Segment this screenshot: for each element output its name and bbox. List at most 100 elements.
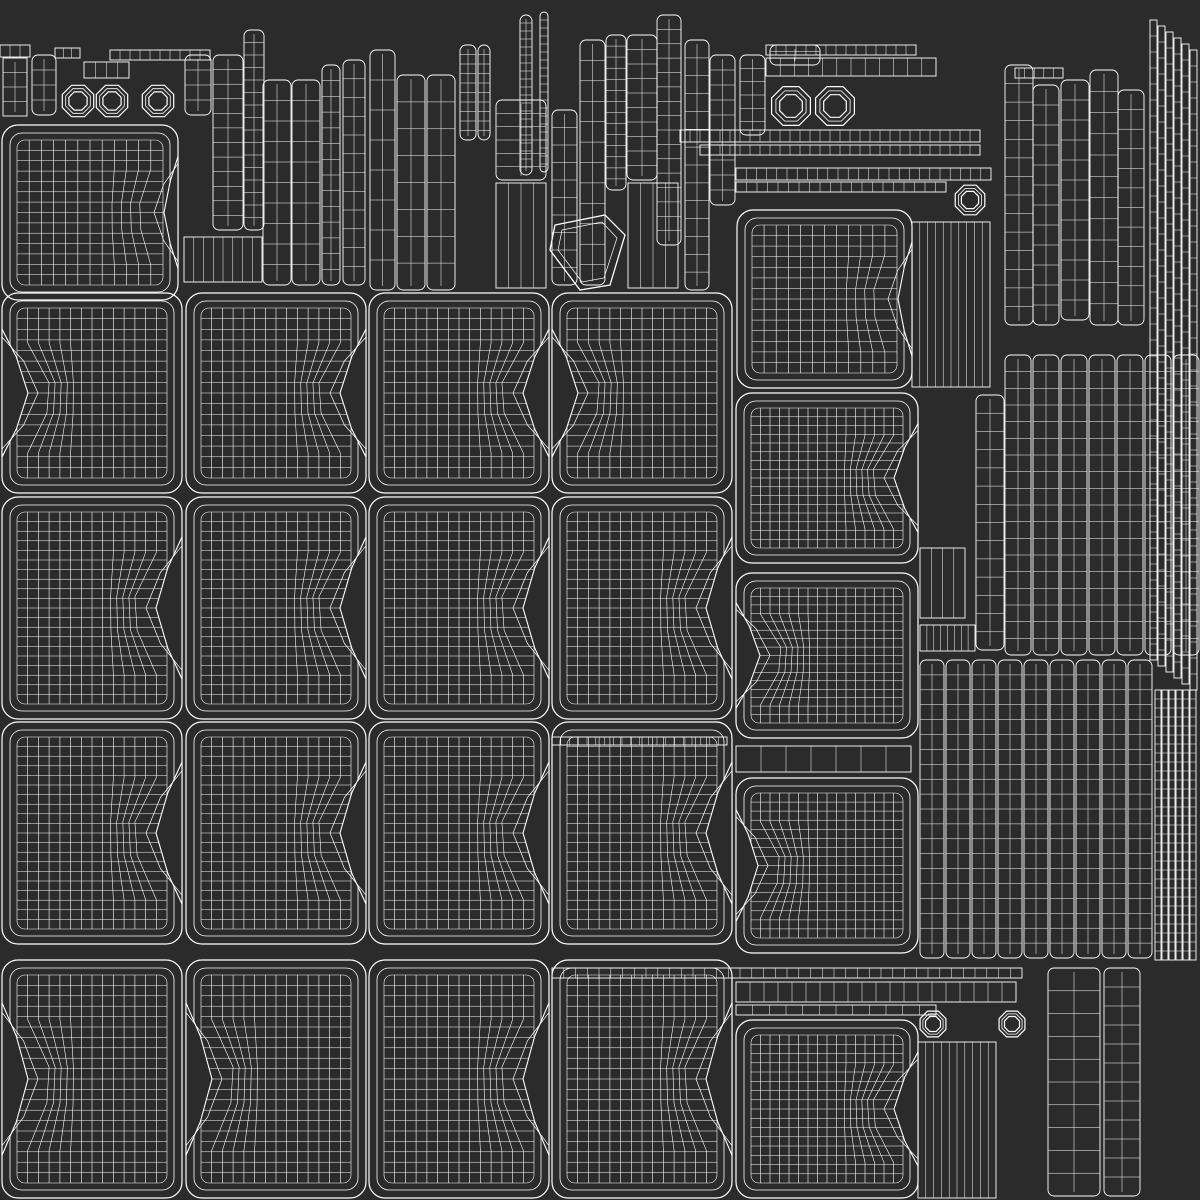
uv-bar-island: [765, 44, 917, 56]
uv-strip-island: [539, 11, 549, 173]
grid-line-vertical: [807, 793, 810, 938]
ring-outer: [919, 1010, 947, 1038]
grid-line-vertical: [588, 308, 606, 478]
uv-strip-island: [1154, 689, 1162, 961]
uv-strip-island: [184, 54, 212, 116]
grid-line-vertical: [678, 737, 696, 929]
ring-inner: [1003, 1015, 1021, 1033]
uv-bar-island: [919, 624, 976, 652]
uv-grid-island: [1, 721, 183, 945]
uv-bar-island: [109, 49, 211, 61]
ring-middle: [145, 88, 171, 114]
uv-strip-island: [1189, 49, 1198, 691]
grid-line-vertical: [779, 588, 793, 723]
grid-line-vertical: [769, 588, 787, 723]
grid-line-vertical: [684, 512, 707, 704]
uv-bar-island: [1014, 67, 1064, 79]
grid-line-vertical: [861, 1035, 875, 1183]
grid-line-vertical: [483, 512, 492, 704]
grid-line-vertical: [483, 308, 492, 478]
uv-bar-island: [627, 182, 679, 289]
grid-line-vertical: [678, 512, 696, 704]
uv-grid-island: [368, 721, 550, 945]
island-pinch-edge: [329, 770, 367, 896]
grid-line-vertical: [495, 308, 513, 478]
uv-strip-island: [426, 74, 456, 291]
grid-line-vertical: [849, 408, 856, 548]
uv-grid-island: [735, 572, 919, 739]
uv-strip-island: [975, 394, 1005, 651]
grid-line-vertical: [779, 793, 792, 938]
island-pinch-cut: [339, 761, 367, 905]
grid-line-vertical: [48, 308, 62, 478]
island-pinch-cut: [522, 761, 550, 905]
grid-line-vertical: [660, 975, 664, 1183]
grid-line-vertical: [495, 512, 513, 704]
grid-line-vertical: [116, 737, 125, 929]
ring-middle: [958, 188, 982, 212]
ring-middle: [922, 1013, 944, 1035]
grid-line-vertical: [760, 793, 780, 938]
uv-strip-island: [1032, 354, 1060, 656]
ring-islands-layer: [61, 84, 1026, 1038]
island-pinch-edge: [512, 770, 550, 896]
uv-strip-island: [31, 54, 57, 116]
uv-bar-island: [735, 981, 1017, 1003]
grid-line-vertical: [38, 308, 56, 478]
uv-strip-island: [212, 54, 244, 231]
grid-line-vertical: [867, 1035, 885, 1183]
grid-line-vertical: [672, 975, 686, 1183]
ring-outer: [770, 85, 812, 127]
grid-line-vertical: [48, 975, 62, 1183]
uv-grid-island: [185, 721, 367, 945]
grid-line-vertical: [232, 975, 246, 1183]
uv-strip-island: [1088, 354, 1116, 656]
grid-line-vertical: [134, 512, 157, 704]
grid-line-vertical: [116, 512, 125, 704]
island-pinch-cut: [705, 536, 733, 680]
grid-line-vertical: [128, 512, 146, 704]
grid-line-vertical: [318, 737, 341, 929]
grid-line-vertical: [495, 737, 513, 929]
uv-bar-island: [54, 47, 81, 59]
ring-middle: [99, 88, 125, 114]
island-pinch-edge: [887, 248, 913, 350]
uv-bar-island: [699, 144, 981, 156]
island-pinch-cut: [893, 421, 919, 535]
grid-line-vertical: [139, 140, 152, 285]
island-pinch-cut: [735, 809, 759, 922]
bar-outline: [1014, 67, 1064, 79]
island-pinch-edge: [735, 609, 771, 702]
uv-strip-island: [262, 79, 292, 286]
ring-middle: [819, 90, 851, 122]
grid-line-vertical: [844, 1035, 847, 1183]
octagon-ring-icon: [919, 1010, 947, 1038]
island-pinch-cut: [155, 536, 183, 680]
island-pinch-cut: [155, 761, 183, 905]
uv-bar-island: [765, 57, 937, 77]
uv-strip-island: [1049, 659, 1075, 959]
octagon-ring-icon: [770, 85, 812, 127]
uv-grid-island: [735, 777, 919, 954]
ring-inner: [823, 94, 847, 118]
uv-strip-island: [396, 74, 426, 291]
grid-line-vertical: [318, 512, 341, 704]
grid-line-vertical: [501, 737, 524, 929]
grid-line-vertical: [609, 308, 618, 478]
uv-bar-island: [183, 236, 263, 283]
grid-line-vertical: [844, 408, 847, 548]
grid-line-vertical: [798, 588, 805, 723]
grid-line-vertical: [788, 793, 798, 938]
uv-strip-island: [1032, 84, 1060, 326]
grid-line-vertical: [222, 975, 240, 1183]
island-pinch-edge: [1, 1012, 39, 1146]
island-pinch-edge: [695, 545, 733, 671]
island-pinch-cut: [339, 536, 367, 680]
uv-strip-island: [1182, 689, 1190, 961]
ring-inner: [779, 94, 803, 118]
grid-line-vertical: [483, 975, 492, 1183]
island-pinch-edge: [1, 336, 39, 450]
uv-strip-island: [1075, 659, 1101, 959]
uv-bar-island: [0, 44, 31, 58]
